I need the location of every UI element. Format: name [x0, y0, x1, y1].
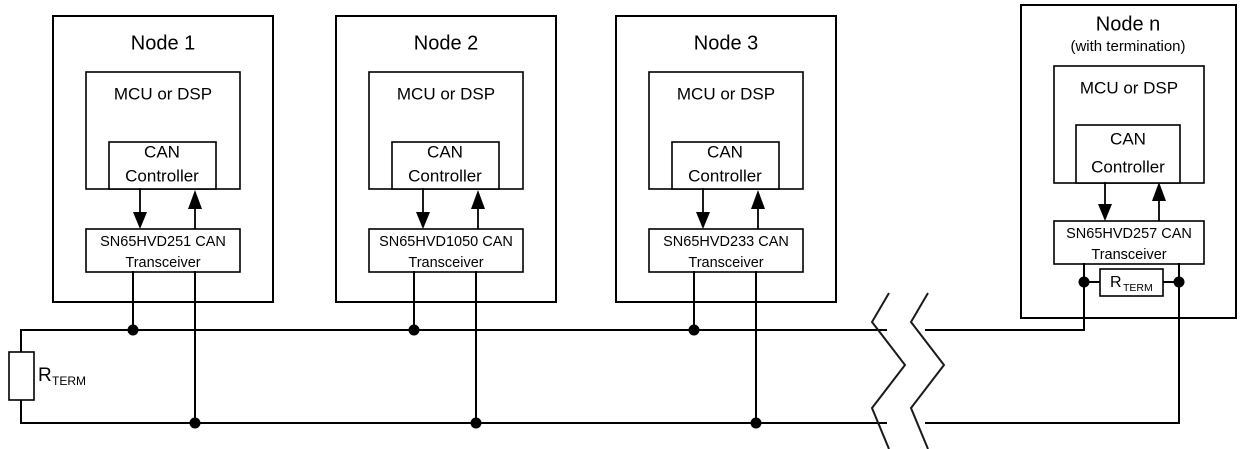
node-1: Node 1 MCU or DSP CAN Controller SN65HVD… [52, 15, 274, 429]
node-3-title: Node 3 [694, 32, 759, 54]
node-n-rx-arrow [1152, 182, 1166, 222]
node-n-controller-label-line1: CAN [1110, 129, 1146, 148]
node-2-controller-label-line2: Controller [408, 166, 482, 185]
node-3-transceiver-label-line2: Transceiver [688, 255, 763, 271]
node-n-tx-arrow [1098, 182, 1112, 221]
node-2-can-controller-box [391, 141, 500, 190]
node-3-transceiver-box [648, 228, 804, 273]
break-zigzag-left [870, 292, 907, 449]
node-1-rx-arrow [188, 190, 202, 230]
node-n-controller-label-line2: Controller [1091, 157, 1165, 176]
node-n-transceiver-label-line1: SN65HVD257 CAN [1066, 226, 1192, 242]
left-rterm-label-subscript: TERM [52, 374, 86, 388]
node-n-subtitle: (with termination) [1070, 38, 1185, 55]
left-termination-resistor: R TERM [8, 329, 86, 424]
node-3-transceiver-label-line1: SN65HVD233 CAN [663, 234, 789, 250]
node-2-transceiver-label-line1: SN65HVD1050 CAN [379, 234, 513, 250]
node-1-can-controller-box [108, 141, 217, 190]
node-3-controller-label-line2: Controller [688, 166, 762, 185]
node-3: Node 3 MCU or DSP CAN Controller SN65HVD… [615, 15, 837, 429]
left-rterm-box [8, 351, 35, 401]
node-2-transceiver-box [368, 228, 524, 273]
node-2-controller-label-line1: CAN [427, 142, 463, 161]
node-2-title: Node 2 [414, 32, 479, 54]
node-n-rterm-box [1099, 268, 1164, 297]
node-3-tx-arrow [696, 188, 710, 229]
break-zigzag-right [909, 292, 946, 449]
node-n-title: Node n [1096, 13, 1161, 35]
node-n-can-controller-box [1075, 124, 1181, 184]
node-1-transceiver-label-line1: SN65HVD251 CAN [100, 234, 226, 250]
node-1-controller-label-line1: CAN [144, 142, 180, 161]
node-2-mcu-label: MCU or DSP [397, 84, 495, 103]
bus-break-symbol [870, 292, 946, 449]
node-n-rterm-label-subscript: TERM [1123, 282, 1153, 294]
node-3-can-controller-box [671, 141, 780, 190]
node-n-rterm-label: R [1110, 274, 1122, 291]
node-n-termination-resistor: R TERM [1078, 268, 1185, 297]
node-3-rx-arrow [751, 190, 765, 230]
node-3-mcu-label: MCU or DSP [677, 84, 775, 103]
node-2: Node 2 MCU or DSP CAN Controller SN65HVD… [335, 15, 557, 429]
can-bus-wires [20, 329, 1180, 424]
node-n-transceiver-label-line2: Transceiver [1091, 247, 1166, 263]
node-n-transceiver-box [1053, 220, 1205, 265]
node-2-rx-arrow [471, 190, 485, 230]
node-1-title: Node 1 [131, 32, 196, 54]
node-1-mcu-label: MCU or DSP [114, 84, 212, 103]
node-1-tx-arrow [133, 188, 147, 229]
node-n: Node n (with termination) MCU or DSP CAN… [1020, 4, 1237, 424]
left-rterm-label: R [38, 365, 52, 386]
node-2-tx-arrow [416, 188, 430, 229]
node-1-controller-label-line2: Controller [125, 166, 199, 185]
node-3-controller-label-line1: CAN [707, 142, 743, 161]
node-1-transceiver-box [85, 228, 241, 273]
node-n-mcu-label: MCU or DSP [1080, 78, 1178, 97]
node-1-transceiver-label-line2: Transceiver [125, 255, 200, 271]
node-2-transceiver-label-line2: Transceiver [408, 255, 483, 271]
